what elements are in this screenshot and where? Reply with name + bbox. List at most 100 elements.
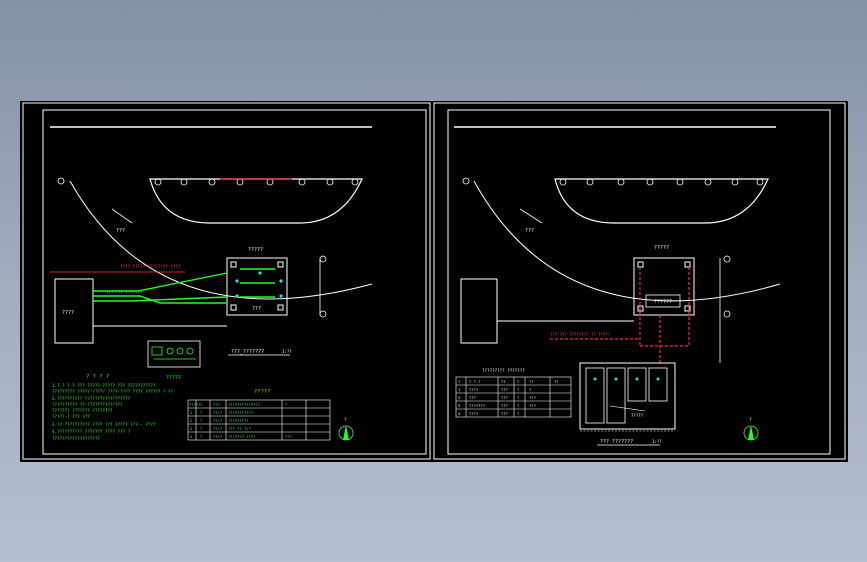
left-dim-marker-bottom — [319, 310, 327, 318]
table-cell: ? — [529, 387, 531, 392]
left-large-arc — [69, 180, 373, 300]
table-cell: ? ? ? — [469, 379, 480, 384]
right-dim-marker-top — [723, 255, 731, 263]
drawing-sheet: ??? ???? — [20, 101, 848, 462]
left-table-grid — [187, 399, 331, 441]
table-cell: ?????????????? — [228, 402, 260, 407]
left-caption-scale: 1:?? — [282, 349, 292, 354]
note-line: ????????? ?????-????? ????-???? ???? ???… — [52, 389, 173, 394]
table-cell: ???? — [469, 387, 478, 392]
left-north-label: ? — [344, 417, 347, 423]
table-cell: ??? — [501, 387, 508, 392]
right-lens-building — [554, 178, 769, 224]
table-cell: ???? — [213, 426, 222, 431]
table-cell: ???? — [213, 410, 222, 415]
left-panel-corners — [230, 261, 284, 311]
table-cell: ? — [458, 379, 460, 384]
right-north-arrow-icon — [743, 425, 759, 441]
table-cell: ? — [517, 387, 519, 392]
right-arc-tick — [519, 208, 543, 224]
note-line: 2.?????????? ?????????????????? — [52, 396, 131, 401]
right-table-cells: ? ? ? ? ?? ? ?? ?? 1 ???? ??? ? ? 2 ??? … — [458, 379, 559, 416]
table-cell: ????? — [189, 402, 200, 407]
table-cell: 3 — [190, 426, 192, 431]
cabinet-caption: ??? ??????? — [600, 439, 633, 445]
right-dim-marker-bottom — [723, 310, 731, 318]
right-table-title: ????????? ??????? — [482, 368, 525, 373]
note-line: 3.?? ?????????? ???? ??? ????? ???-- ???… — [52, 422, 156, 427]
left-arc-label: ??? — [116, 228, 125, 234]
right-red-label: ???-??? ???????? ?? ????? — [550, 332, 611, 337]
left-box-label: ???? — [62, 310, 74, 316]
table-cell: ??? — [469, 395, 476, 400]
table-cell: ?? — [529, 379, 534, 384]
cabinet-leader — [609, 405, 646, 412]
table-cell: ? — [517, 395, 519, 400]
note-line: ??????? ??????? ???????? — [52, 408, 113, 413]
right-panel-inner — [645, 294, 681, 308]
cabinet-top-label: ????? — [631, 413, 644, 418]
right-inner-frame — [447, 109, 831, 455]
left-arc-tick — [111, 208, 133, 224]
left-north-arrow-icon — [338, 425, 354, 441]
cabinet-scale: 1:?? — [652, 439, 662, 444]
right-panel — [633, 257, 695, 316]
table-cell: ???? — [469, 411, 478, 416]
note-line: 4.?????????? ??????? ???? ??? ? — [52, 429, 131, 434]
table-cell: ??? — [501, 403, 508, 408]
table-cell: 4 — [190, 434, 193, 439]
table-cell: ??? — [501, 395, 508, 400]
table-cell: 3 — [458, 403, 460, 408]
table-cell: ? — [517, 379, 519, 384]
left-outer-frame — [22, 102, 431, 460]
note-line: ??????????????????? — [52, 436, 100, 441]
table-cell: ? — [517, 411, 519, 416]
table-cell: ? — [517, 403, 519, 408]
table-cell: 2 — [458, 395, 460, 400]
left-drawing: ??? ???? — [50, 126, 373, 441]
left-panel — [226, 257, 288, 316]
table-cell: ?? — [554, 379, 559, 384]
left-table-title: ????? — [254, 389, 271, 395]
notes-title: ? ? ? ? — [86, 374, 109, 380]
left-small-panel-label: ????? — [166, 375, 181, 381]
left-panel-bottom-label: ??? — [252, 306, 261, 312]
left-small-panel — [147, 340, 201, 368]
table-cell: ???? — [213, 434, 222, 439]
note-line: ?????-? ??? ??? — [52, 414, 90, 419]
table-cell: ??? — [285, 434, 292, 439]
table-cell: ?? — [501, 379, 506, 384]
table-cell: ??????????? — [228, 410, 253, 415]
table-cell: 2 — [190, 418, 192, 423]
left-panel-top-label: ????? — [248, 247, 263, 253]
right-large-arc — [473, 180, 781, 302]
right-outer-frame — [433, 102, 846, 460]
table-cell: ? — [200, 434, 202, 439]
table-cell: 4 — [458, 411, 461, 416]
table-cell: ? — [200, 402, 202, 407]
table-cell: ??? — [213, 402, 220, 407]
table-cell: ???? — [213, 418, 222, 423]
right-panel-top-label: ????? — [654, 245, 669, 251]
left-dim-marker-top — [319, 255, 327, 263]
table-cell: ??? — [529, 395, 536, 400]
right-arc-label: ??? — [525, 228, 534, 234]
table-cell: ? — [200, 410, 202, 415]
table-cell: ????????? — [228, 418, 249, 423]
right-table-grid — [455, 376, 572, 418]
left-box-building — [54, 278, 94, 344]
table-cell: 1 — [190, 410, 193, 415]
note-line: 1.? ? ? ? ??? ?????-????? ??? ??????????… — [52, 383, 156, 388]
cabinet-bays — [585, 367, 668, 424]
right-red-routing — [550, 267, 690, 363]
notes-list: 1.? ? ? ? ??? ?????-????? ??? ??????????… — [52, 383, 173, 441]
left-lens-building — [149, 178, 363, 224]
cabinet-indicators — [593, 377, 660, 381]
left-inner-frame — [42, 109, 427, 455]
right-drawing: ??? ????? ?????? — [454, 126, 781, 446]
right-panel-mid-label: ?????? — [654, 299, 672, 305]
right-box-building — [460, 278, 498, 344]
table-cell: ? — [200, 426, 202, 431]
table-cell: ??? — [501, 411, 508, 416]
note-line: ?????????? ??-?????????????? — [52, 402, 123, 407]
